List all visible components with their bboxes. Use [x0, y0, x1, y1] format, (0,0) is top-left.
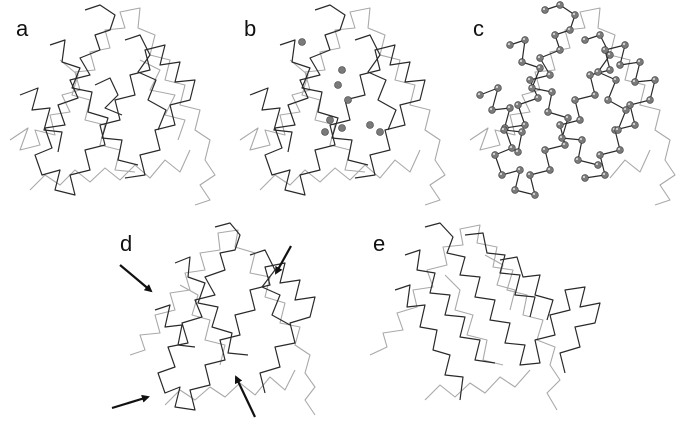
model-structure-trace: [154, 222, 316, 411]
panel-label-a: a: [16, 16, 29, 41]
arrow-lower-center: [234, 375, 256, 418]
panel-label-d: d: [120, 231, 133, 256]
arrow-upper-right: [275, 245, 292, 275]
panel-a: a: [0, 0, 230, 215]
reference-structure-trace: [239, 7, 446, 206]
arrow-lower-left: [111, 394, 150, 410]
panel-label-b: b: [244, 16, 257, 41]
panel-c: c: [460, 0, 685, 215]
model-structure-trace: [479, 4, 656, 196]
panel-label-e: e: [373, 231, 386, 256]
protein-trace-e: [369, 222, 601, 411]
model-structure-trace: [394, 222, 601, 401]
reference-structure-trace: [469, 7, 676, 206]
protein-trace-c: [469, 1, 676, 206]
annotation-arrows: [111, 245, 292, 418]
panel-d: d: [100, 215, 345, 430]
model-structure-trace: [249, 4, 426, 196]
highlighted-residue-spheres: [298, 38, 384, 136]
arrow-upper-left: [119, 264, 153, 293]
panel-b: b: [230, 0, 460, 215]
model-structure-trace: [19, 4, 196, 196]
panel-label-c: c: [473, 16, 484, 41]
all-residue-spheres: [476, 1, 659, 199]
protein-trace-b: [239, 4, 446, 206]
protein-trace-d: [111, 222, 316, 418]
protein-trace-a: [9, 4, 216, 206]
reference-structure-trace: [9, 7, 216, 206]
reference-structure-trace: [129, 229, 316, 416]
panel-e: e: [365, 215, 685, 430]
